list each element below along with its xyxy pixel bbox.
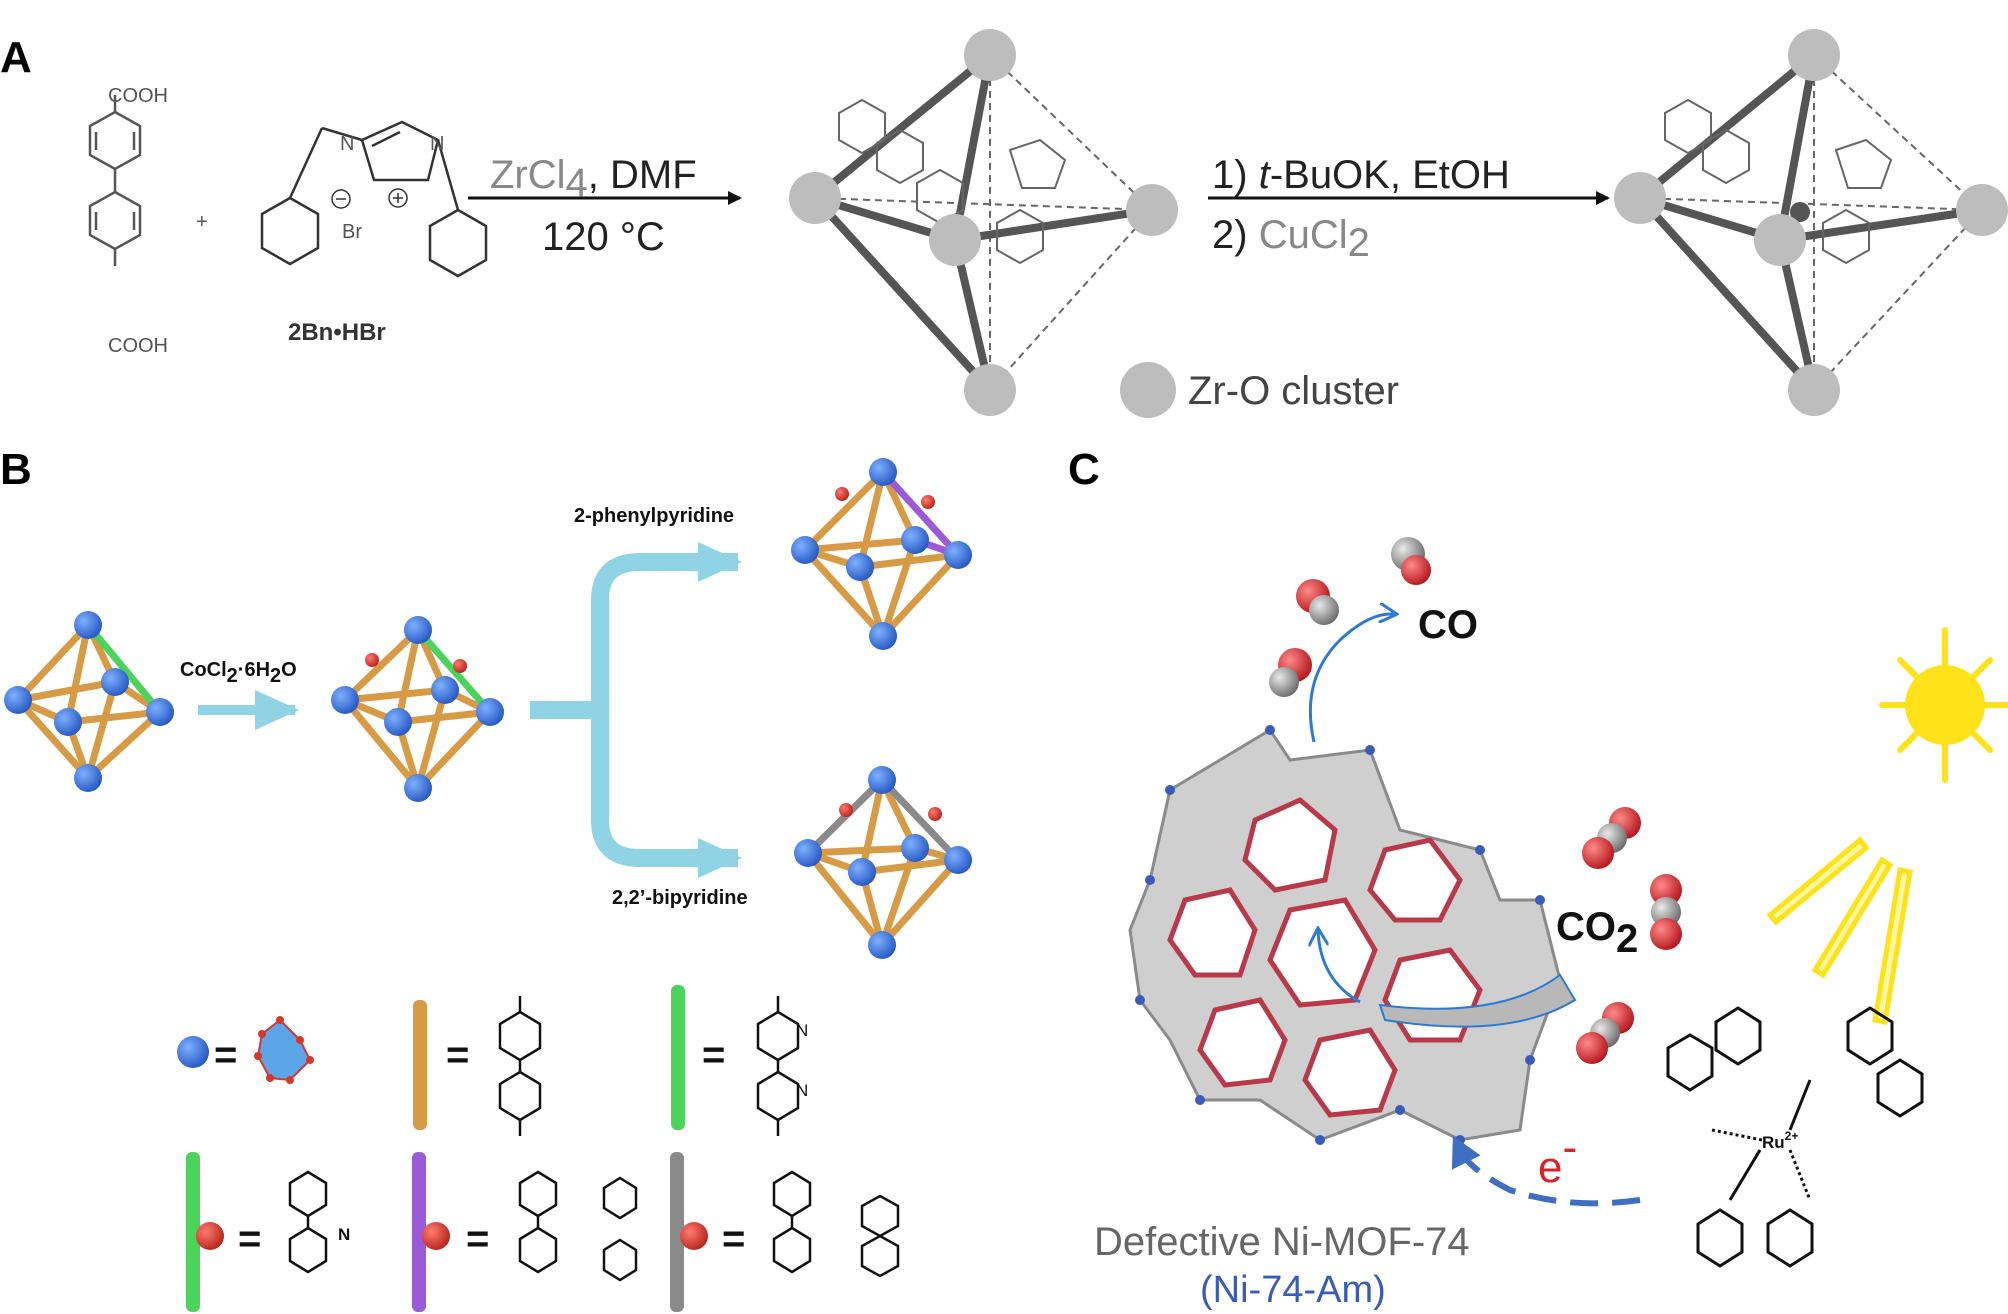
co2-uptake-arrow: [1318, 930, 1361, 1004]
imidazolium-salt-structure: [260, 120, 488, 278]
zr-mof-cage-1: [789, 29, 1178, 416]
panel-label-c: C: [1068, 445, 1100, 494]
electron-label: e-: [1538, 1123, 1577, 1192]
legend-green-co-entry: = N: [186, 1152, 350, 1312]
plus-sign: +: [196, 211, 208, 233]
legend-orange-linker-entry: =: [413, 996, 542, 1136]
branch-top-label: 2-phenylpyridine: [574, 505, 734, 527]
svg-text:=: =: [446, 1033, 469, 1077]
cooh-top-label: COOH: [108, 85, 168, 107]
plus-charge-icon: [388, 188, 408, 208]
cobalt-reagent-label: CoCl2·6H2O: [180, 659, 297, 687]
biphenyl-dicarboxylic-acid-structure: [88, 95, 142, 266]
n-right-label: N: [430, 133, 444, 155]
svg-text:N: N: [796, 1081, 808, 1100]
legend-green-linker-entry: = N N: [671, 985, 808, 1136]
zr-mof-cage-2: [1614, 29, 2008, 416]
ru-bipyridine-complex: [1666, 1006, 1924, 1268]
branching-arrow: [530, 542, 742, 878]
svg-text:=: =: [722, 1217, 745, 1261]
zr-o-cluster-legend-label: Zr-O cluster: [1188, 369, 1399, 413]
zr-o-cluster-legend-icon: [1120, 362, 1176, 418]
svg-text:=: =: [214, 1033, 237, 1077]
co-mof-octahedron-phenylpyridine: [791, 458, 972, 650]
n-left-label: N: [340, 133, 354, 155]
co2-molecules: [1576, 807, 1682, 1064]
svg-text:=: =: [466, 1217, 489, 1261]
legend-node-entry: =: [177, 1016, 314, 1084]
co2-label: CO2: [1556, 905, 1638, 961]
co2-curved-arrow: [1378, 973, 1577, 1028]
reagent-2bn-hbr-label: 2Bn•HBr: [288, 319, 386, 346]
legend-purple-co-entry: =: [412, 1152, 638, 1312]
legend-grey-co-entry: =: [670, 1152, 900, 1312]
ni-mof-74-framework: [1128, 725, 1562, 1145]
electron-transfer-arrow: [1451, 1135, 1641, 1207]
co-mof-octahedron-2: [331, 616, 504, 802]
mof-name-label: Defective Ni-MOF-74: [1094, 1220, 1470, 1264]
sun-icon: [1879, 627, 2008, 783]
step2-conditions-line2: 2) CuCl2: [1212, 213, 1370, 265]
svg-text:N: N: [338, 1225, 350, 1244]
ru-label: Ru2+: [1762, 1129, 1798, 1152]
cooh-bottom-label: COOH: [108, 335, 168, 357]
svg-text:N: N: [796, 1021, 808, 1040]
co-label: CO: [1418, 603, 1478, 647]
svg-text:=: =: [238, 1217, 261, 1261]
co-release-arrow: [1308, 614, 1395, 743]
panel-label-b: B: [0, 445, 32, 494]
step1-conditions: ZrCl4, DMF: [490, 153, 697, 205]
co-mof-octahedron-bipyridine: [794, 766, 972, 959]
co-mof-octahedron-1: [4, 611, 174, 792]
minus-charge-icon: [331, 189, 351, 209]
bromide-label: Br: [342, 221, 362, 243]
svg-text:=: =: [702, 1033, 725, 1077]
light-rays: [1766, 836, 1913, 1025]
co-molecules: [1269, 537, 1431, 697]
step1-temperature: 120 °C: [542, 215, 665, 259]
mof-code-label: (Ni-74-Am): [1200, 1269, 1386, 1311]
panel-label-a: A: [0, 33, 32, 82]
step2-conditions-line1: 1) t-BuOK, EtOH: [1212, 153, 1510, 197]
branch-bottom-label: 2,2’-bipyridine: [612, 887, 748, 909]
